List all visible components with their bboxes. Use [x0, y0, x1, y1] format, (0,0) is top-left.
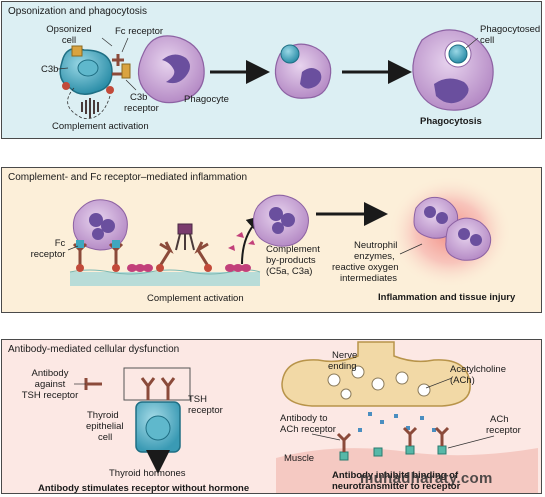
ach-molecules [358, 412, 436, 432]
thyroid-nucleus [145, 415, 171, 441]
panel-title: Opsonization and phagocytosis [8, 6, 147, 17]
label-nerve: Nerve [332, 350, 357, 361]
label-cell: cell [98, 432, 112, 443]
label-antibody-tsh-2: against [35, 379, 66, 390]
inflammation-illustration: Fc receptor Complement activation Comple… [31, 176, 516, 304]
label-ach-rec: ACh [490, 414, 508, 425]
panel-cellular-dysfunction: Antibody-mediated cellular dysfunction [1, 339, 542, 494]
label-c3b-receptor-2: receptor [124, 103, 159, 114]
nerve-ending [281, 341, 471, 407]
label-phagocyte: Phagocyte [184, 94, 229, 105]
panel-inflammation: Complement- and Fc receptor–mediated inf… [1, 167, 542, 313]
label-nerve-ending: ending [328, 361, 357, 372]
label-neutrophil-3: reactive oxygen [332, 262, 399, 273]
label-thyroid-hormones: Thyroid hormones [109, 468, 186, 479]
label-epithelial: epithelial [86, 421, 124, 432]
phagocyte-cell [137, 35, 205, 104]
label-antibody-tsh-3: TSH receptor [22, 390, 79, 401]
watermark: muhadharaty.com [360, 470, 493, 487]
label-antibody-ach-2: ACh receptor [280, 424, 336, 435]
label-inflammation: Inflammation and tissue injury [378, 292, 516, 303]
label-fc-receptor: Fc receptor [115, 26, 163, 37]
neutrophil-cell [72, 199, 128, 251]
byproduct-fragments [228, 232, 255, 251]
panel-title: Complement- and Fc receptor–mediated inf… [8, 172, 247, 183]
label-byproducts-3: (C5a, C3a) [266, 266, 312, 277]
label-phagocytosed: Phagocytosed [480, 24, 540, 35]
phagocyte-engulfing [274, 43, 332, 99]
synaptic-vesicles [327, 365, 431, 400]
tissue-surface [70, 272, 260, 286]
label-tsh-receptor: receptor [188, 405, 223, 416]
label-fc-receptor: receptor [31, 249, 66, 260]
label-c3b-receptor: C3b [130, 92, 147, 103]
complement-complex [127, 264, 251, 272]
phagocyte-with-phagocytosed-cell [412, 29, 494, 111]
c1-complex [175, 223, 195, 251]
receptor-highlight-box [123, 367, 191, 401]
label-opsonized-2: cell [62, 35, 76, 46]
panel-title: Antibody-mediated cellular dysfunction [8, 344, 180, 355]
label-antibody-tsh: Antibody [32, 368, 69, 379]
label-thyroid: Thyroid [87, 410, 119, 421]
opsonized-cell [59, 47, 113, 95]
label-ach-receptor: receptor [486, 425, 521, 436]
dashed-arrow [67, 87, 111, 119]
label-byproducts-2: by-products [266, 255, 316, 266]
c3b-molecules [62, 45, 114, 94]
label-neutrophil-2: enzymes, [354, 251, 395, 262]
label-c3b: C3b [41, 64, 58, 75]
label-complement-activation: Complement activation [52, 121, 149, 132]
opsonization-illustration: Opsonized cell Fc receptor C3b C3b recep… [41, 24, 540, 132]
label-phagocytosed-2: cell [480, 35, 494, 46]
label-complement-byproducts: Complement [266, 244, 320, 255]
label-inhibits-2: neurotransmitter to receptor [332, 481, 461, 492]
antibodies-to-ach-receptor [336, 426, 450, 452]
fc-receptors [112, 54, 131, 79]
neutrophils-injury [413, 196, 492, 261]
label-neutrophil: Neutrophil [354, 240, 397, 251]
label-complement-activation: Complement activation [147, 293, 244, 304]
label-acetylcholine: Acetylcholine [450, 364, 506, 375]
label-fc: Fc [55, 238, 66, 249]
label-muscle: Muscle [284, 453, 314, 464]
label-inhibits: Antibody inhibits binding of [332, 470, 459, 481]
label-stimulates: Antibody stimulates receptor without hor… [38, 483, 249, 494]
antibody-against-tsh [84, 378, 102, 390]
label-phagocytosis: Phagocytosis [420, 116, 482, 127]
dysfunction-illustration: Antibody against TSH receptor TSH recept… [22, 341, 538, 494]
antibodies-bound [72, 241, 210, 267]
panel-opsonization: Opsonization and phagocytosis [1, 1, 542, 139]
complement-activation-antibody [81, 98, 99, 118]
label-neutrophil-4: intermediates [340, 273, 397, 284]
label-tsh: TSH [188, 394, 207, 405]
label-ach: (ACh) [450, 375, 475, 386]
tsh-receptor [140, 377, 176, 400]
label-antibody-ach: Antibody to [280, 413, 328, 424]
neutrophil-activated [253, 194, 309, 247]
label-opsonized: Opsonized [46, 24, 91, 35]
